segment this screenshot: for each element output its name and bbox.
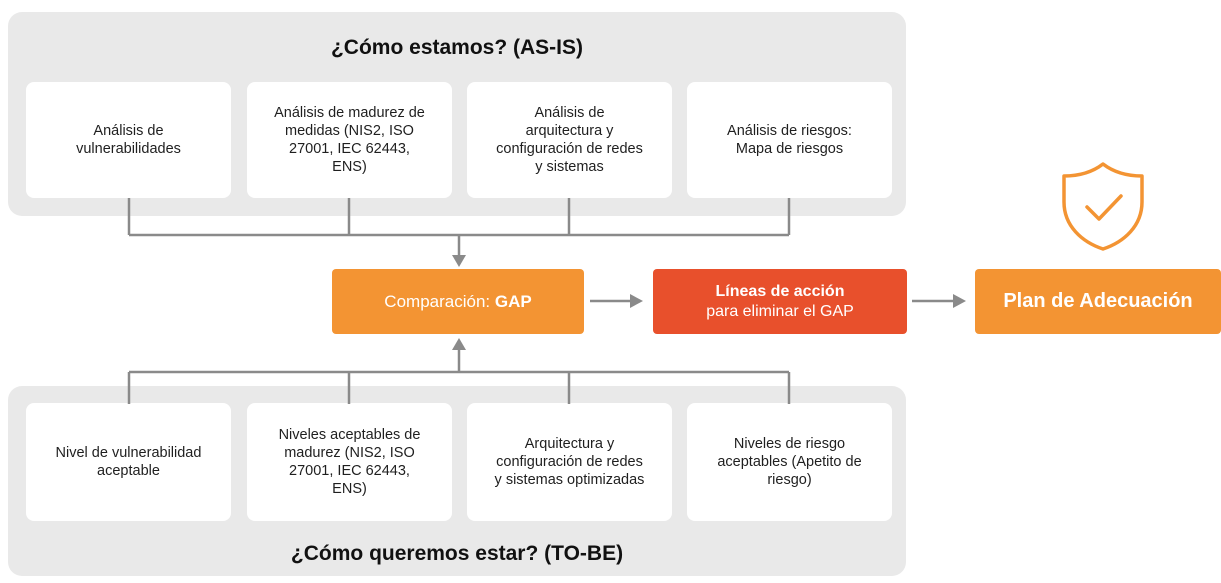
arrow-up-icon bbox=[452, 338, 466, 350]
gap-comparison-box: Comparación: GAP bbox=[332, 269, 584, 334]
card-line: Niveles de riesgo bbox=[733, 436, 846, 452]
card-line: vulnerabilidades bbox=[76, 141, 181, 157]
card-line: y sistemas optimizadas bbox=[494, 472, 645, 488]
card-line: Niveles aceptables de bbox=[278, 427, 421, 443]
card-line: Análisis de bbox=[93, 123, 164, 139]
to-be-panel: Nivel de vulnerabilidad aceptable Niveles… bbox=[8, 386, 906, 576]
card-line: medidas (NIS2, ISO bbox=[285, 123, 414, 139]
card-line: riesgo) bbox=[767, 472, 812, 488]
card-line: configuración de redes bbox=[496, 454, 643, 470]
as-is-card-3: Análisis de arquitectura y configuración d… bbox=[467, 82, 672, 198]
shield-check-icon bbox=[1062, 162, 1144, 251]
card-line: ENS) bbox=[332, 481, 367, 497]
gap-bold: GAP bbox=[494, 291, 532, 311]
to-be-card-4: Niveles de riesgo aceptables (Apetito de r… bbox=[687, 403, 892, 521]
as-is-panel: ¿Cómo estamos? (AS-IS) Análisis de vulner… bbox=[8, 12, 906, 216]
arrow-right-icon bbox=[630, 294, 643, 308]
card-line: Análisis de bbox=[534, 105, 605, 121]
arrow-right-icon bbox=[953, 294, 966, 308]
action-lines-box: Líneas de acción para eliminar el GAP bbox=[653, 269, 907, 334]
as-is-card-4: Análisis de riesgos: Mapa de riesgos bbox=[687, 82, 892, 198]
card-line: Nivel de vulnerabilidad bbox=[55, 445, 202, 461]
to-be-title: ¿Cómo queremos estar? (TO-BE) bbox=[290, 542, 624, 565]
card-line: 27001, IEC 62443, bbox=[289, 463, 410, 479]
card-line: ENS) bbox=[332, 159, 367, 175]
card-line: Arquitectura y bbox=[524, 436, 615, 452]
as-is-card-2: Análisis de madurez de medidas (NIS2, ISO… bbox=[247, 82, 452, 198]
card-line: madurez (NIS2, ISO bbox=[284, 445, 415, 461]
card-line: y sistemas bbox=[535, 159, 604, 175]
to-be-card-3: Arquitectura y configuración de redes y si… bbox=[467, 403, 672, 521]
card-line: aceptable bbox=[97, 463, 160, 479]
card-line: Análisis de madurez de bbox=[274, 105, 425, 121]
card-line: aceptables (Apetito de bbox=[717, 454, 862, 470]
card-line: arquitectura y bbox=[525, 123, 614, 139]
arrow-down-icon bbox=[452, 255, 466, 267]
to-be-card-1: Nivel de vulnerabilidad aceptable bbox=[26, 403, 231, 521]
card-line: configuración de redes bbox=[496, 141, 643, 157]
adequacy-plan-box: Plan de Adecuación bbox=[975, 269, 1221, 334]
as-is-card-1: Análisis de vulnerabilidades bbox=[26, 82, 231, 198]
adequacy-plan-label: Plan de Adecuación bbox=[1003, 290, 1193, 312]
gap-prefix: Comparación: bbox=[384, 291, 495, 311]
to-be-card-2: Niveles aceptables de madurez (NIS2, ISO 2… bbox=[247, 403, 452, 521]
card-line: Análisis de riesgos: bbox=[727, 123, 852, 139]
action-lines-subtitle: para eliminar el GAP bbox=[706, 302, 854, 320]
card-line: 27001, IEC 62443, bbox=[289, 141, 410, 157]
as-is-title: ¿Cómo estamos? (AS-IS) bbox=[330, 36, 584, 59]
card-line: Mapa de riesgos bbox=[735, 141, 844, 157]
action-lines-title: Líneas de acción bbox=[715, 282, 845, 300]
